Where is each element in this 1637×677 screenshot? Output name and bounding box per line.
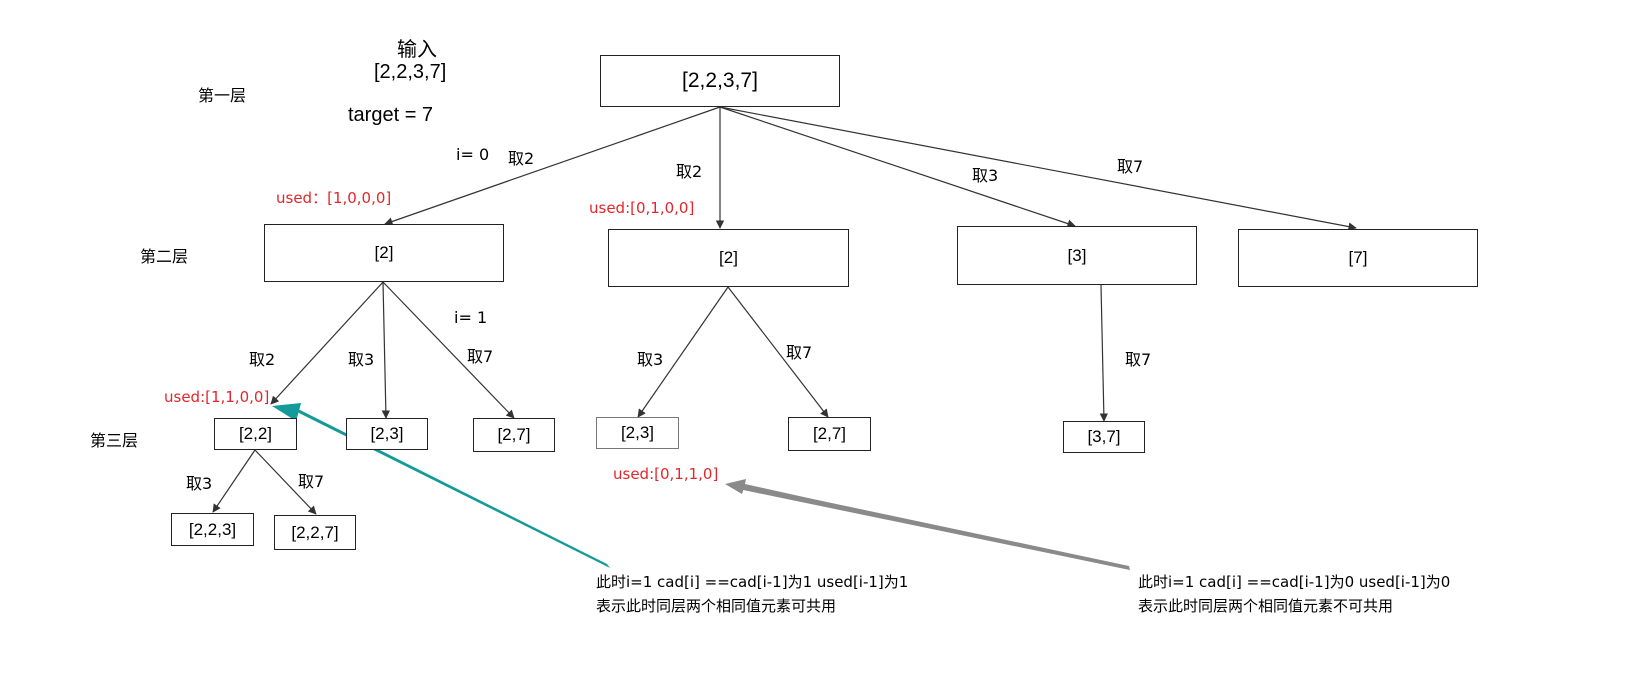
node-level3-27b: [2,7] (788, 417, 871, 451)
edge-2b-to-27 (727, 286, 829, 418)
index-label-i0: i= 0 (456, 145, 490, 164)
edge-label-take7: 取7 (1117, 157, 1144, 176)
input-array: [2,2,3,7] (374, 61, 447, 83)
node-level2-2a: [2] (264, 224, 504, 282)
edge-label-take3: 取3 (972, 166, 999, 185)
edge-22-to-223 (212, 449, 256, 513)
used-state-1000: used：[1,0,0,0] (276, 189, 392, 207)
node-level2-2b: [2] (608, 229, 849, 287)
node-level4-227: [2,2,7] (274, 515, 356, 550)
note-left-line1: 此时i=1 cad[i] ==cad[i-1]为1 used[i-1]为1 (596, 573, 909, 591)
level-3-label: 第三层 (90, 431, 139, 450)
edge-label-l3-take3: 取3 (186, 474, 213, 493)
used-state-0100: used:[0,1,0,0] (589, 199, 695, 217)
node-level3-23b: [2,3] (596, 417, 679, 449)
node-root: [2,2,3,7] (600, 55, 840, 107)
level-1-label: 第一层 (198, 86, 247, 105)
edge-3-to-37 (1099, 284, 1109, 422)
node-level4-223: [2,2,3] (171, 513, 254, 546)
edge-label-l3-take7: 取7 (298, 472, 325, 491)
edge-root-to-3 (719, 106, 1076, 228)
node-level3-27a: [2,7] (473, 418, 555, 452)
used-state-0110: used:[0,1,1,0] (613, 465, 719, 483)
input-title: 输入 (397, 37, 437, 61)
index-label-i1: i= 1 (454, 308, 488, 327)
edge-2a-to-27 (382, 281, 515, 419)
edge-root-to-2a (384, 106, 721, 226)
node-level3-22: [2,2] (214, 418, 297, 450)
edge-label-take2-b: 取2 (676, 162, 703, 181)
edge-label-l2a-take3: 取3 (348, 350, 375, 369)
gray-arrow-shaft (742, 484, 1130, 570)
input-target: target = 7 (348, 104, 434, 126)
note-right-line2: 表示此时同层两个相同值元素不可共用 (1138, 597, 1394, 615)
edge-root-to-7 (719, 106, 1357, 231)
edge-2b-to-23 (637, 286, 729, 418)
level-2-label: 第二层 (140, 247, 189, 266)
edge-2a-to-23 (381, 281, 391, 419)
used-state-1100: used:[1,1,0,0] (164, 388, 270, 406)
node-level3-23a: [2,3] (346, 418, 428, 450)
edge-22-to-227 (254, 449, 317, 515)
note-right-line1: 此时i=1 cad[i] ==cad[i-1]为0 used[i-1]为0 (1138, 573, 1451, 591)
edge-label-take2-a: 取2 (508, 149, 535, 168)
edge-label-l2c-take7: 取7 (1125, 350, 1152, 369)
edge-label-l2b-take7: 取7 (786, 343, 813, 362)
node-level3-37: [3,7] (1063, 421, 1145, 453)
note-left-line2: 表示此时同层两个相同值元素可共用 (596, 597, 837, 615)
edge-2a-to-22 (270, 281, 384, 405)
node-level2-3: [3] (957, 226, 1197, 285)
node-level2-7: [7] (1238, 229, 1478, 287)
edge-label-l2b-take3: 取3 (637, 350, 664, 369)
edge-label-l2a-take7: 取7 (467, 347, 494, 366)
edge-label-l2a-take2: 取2 (249, 350, 276, 369)
